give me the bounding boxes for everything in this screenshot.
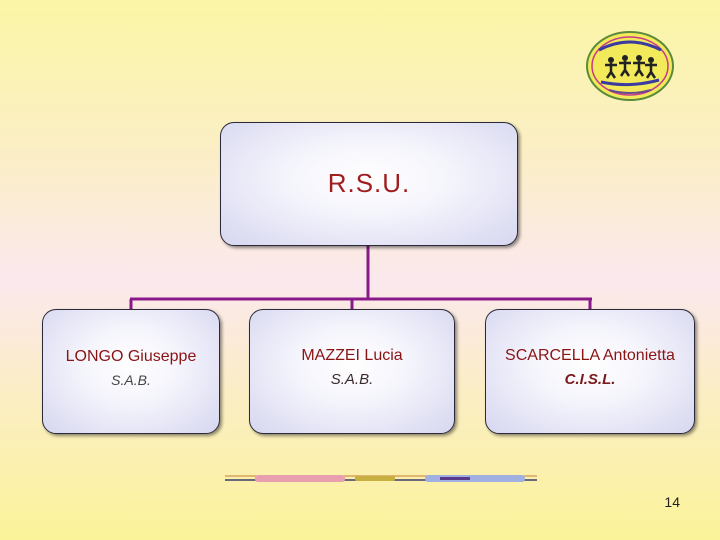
member-node-2: MAZZEI Lucia S.A.B. (249, 309, 455, 434)
member-union: S.A.B. (111, 371, 151, 388)
member-name: MAZZEI Lucia (301, 347, 403, 364)
member-name: SCARCELLA Antonietta (505, 347, 675, 364)
root-node: R.S.U. (220, 122, 518, 246)
member-node-1: LONGO Giuseppe S.A.B. (42, 309, 220, 434)
member-node-3: SCARCELLA Antonietta C.I.S.L. (485, 309, 695, 434)
root-title: R.S.U. (327, 167, 411, 198)
member-union: C.I.S.L. (564, 371, 616, 388)
member-name: LONGO Giuseppe (65, 347, 197, 365)
member-union: S.A.B. (330, 371, 374, 388)
page-number: 14 (664, 494, 680, 510)
decorative-strip-icon (225, 475, 537, 482)
school-logo-icon (586, 31, 674, 101)
